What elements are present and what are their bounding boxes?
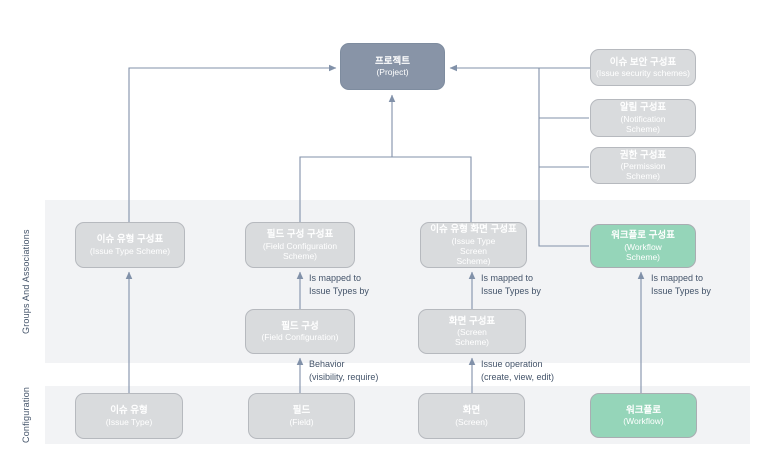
edge-issuetypescheme-to-project xyxy=(128,64,337,222)
node-screen-scheme-title: 화면 구성표 xyxy=(448,315,496,327)
node-issue-type-scheme: 이슈 유형 구성표 (Issue Type Scheme) xyxy=(75,222,185,268)
node-project: 프로젝트 (Project) xyxy=(340,43,445,90)
node-field-configuration-subtitle: (Field Configuration) xyxy=(261,332,339,343)
node-screen: 화면 (Screen) xyxy=(418,393,525,439)
node-workflow: 워크플로 (Workflow) xyxy=(590,393,697,438)
node-issue-type-screen-scheme-title: 이슈 유형 화면 구성표 xyxy=(430,224,517,236)
node-workflow-scheme-title: 워크플로 구성표 xyxy=(611,230,675,242)
node-field-configuration-scheme: 필드 구성 구성표 (Field Configuration Scheme) xyxy=(245,222,355,268)
edge-label-mapped-workflow: Is mapped to Issue Types by xyxy=(651,273,711,296)
node-workflow-title: 워크플로 xyxy=(626,404,661,416)
node-issue-security-subtitle: (Issue security schemes) xyxy=(596,68,690,79)
node-issue-security-title: 이슈 보안 구성표 xyxy=(609,56,677,68)
node-screen-scheme-subtitle: (Screen Scheme) xyxy=(454,327,489,348)
node-issue-type-screen-scheme: 이슈 유형 화면 구성표 (Issue Type Screen Scheme) xyxy=(420,222,527,268)
edge-right-trunk xyxy=(538,68,589,247)
node-field-configuration-scheme-subtitle: (Field Configuration Scheme) xyxy=(262,240,338,261)
node-permission-subtitle: (Permission Scheme) xyxy=(620,161,666,182)
node-screen-subtitle: (Screen) xyxy=(455,416,488,427)
node-permission-title: 권한 구성표 xyxy=(619,149,667,161)
node-field: 필드 (Field) xyxy=(248,393,355,439)
node-notification-title: 알림 구성표 xyxy=(619,102,667,114)
node-workflow-scheme-subtitle: (Workflow Scheme) xyxy=(624,241,662,262)
node-issue-security-scheme: 이슈 보안 구성표 (Issue security schemes) xyxy=(590,49,696,86)
node-issue-type-subtitle: (Issue Type) xyxy=(105,416,153,427)
node-field-title: 필드 xyxy=(292,405,311,417)
edge-label-behavior: Behavior (visibility, require) xyxy=(309,359,379,382)
node-field-subtitle: (Field) xyxy=(289,416,314,427)
node-field-configuration: 필드 구성 (Field Configuration) xyxy=(245,309,355,354)
node-notification-scheme: 알림 구성표 (Notification Scheme) xyxy=(590,99,696,137)
node-issue-type: 이슈 유형 (Issue Type) xyxy=(75,393,183,439)
node-workflow-subtitle: (Workflow) xyxy=(623,416,664,427)
node-screen-title: 화면 xyxy=(462,405,481,417)
node-project-title: 프로젝트 xyxy=(375,55,410,67)
node-permission-scheme: 권한 구성표 (Permission Scheme) xyxy=(590,147,696,184)
edge-label-mapped-field: Is mapped to Issue Types by xyxy=(309,273,369,296)
node-field-configuration-scheme-title: 필드 구성 구성표 xyxy=(266,229,334,241)
edge-label-mapped-screen: Is mapped to Issue Types by xyxy=(481,273,541,296)
node-field-configuration-title: 필드 구성 xyxy=(281,320,319,332)
node-project-subtitle: (Project) xyxy=(376,67,409,78)
node-notification-subtitle: (Notification Scheme) xyxy=(620,113,666,134)
node-issue-type-scheme-title: 이슈 유형 구성표 xyxy=(96,234,164,246)
node-issue-type-scheme-subtitle: (Issue Type Scheme) xyxy=(89,245,171,256)
node-screen-scheme: 화면 구성표 (Screen Scheme) xyxy=(418,309,526,354)
node-workflow-scheme: 워크플로 구성표 (Workflow Scheme) xyxy=(590,224,696,268)
node-issue-type-title: 이슈 유형 xyxy=(110,405,148,417)
edge-bus-schemes xyxy=(299,156,472,222)
edge-label-issue-operation: Issue operation (create, view, edit) xyxy=(481,359,555,382)
node-issue-type-screen-scheme-subtitle: (Issue Type Screen Scheme) xyxy=(451,235,496,266)
